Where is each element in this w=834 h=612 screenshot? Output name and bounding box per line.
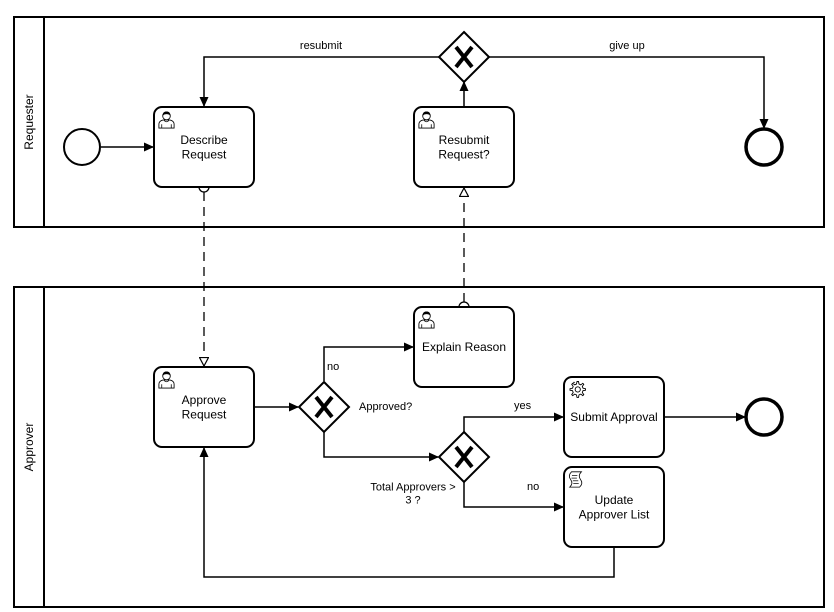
flow-label-no-update: no (527, 481, 539, 493)
pool-label-requester: Requester (22, 94, 36, 149)
flow-give-up[interactable] (489, 56, 769, 129)
script-icon (568, 471, 583, 488)
flow-update-loop[interactable] (199, 447, 615, 578)
gateway-total-approvers[interactable] (437, 430, 491, 484)
gateway-label-approved: Approved? (359, 401, 412, 413)
flow-yes-submit[interactable] (463, 412, 564, 432)
start-event-requester[interactable] (63, 128, 101, 166)
end-event-approver[interactable] (744, 397, 784, 437)
flow-label-resubmit: resubmit (300, 40, 342, 52)
gateway-approved[interactable] (297, 380, 351, 434)
task-submit-approval[interactable]: Submit Approval (563, 376, 665, 458)
exclusive-x-icon (454, 445, 474, 469)
exclusive-x-icon (454, 45, 474, 69)
task-label-explain-reason: Explain Reason (422, 340, 506, 354)
sequence-flows (101, 56, 769, 578)
flow-label-give-up: give up (609, 40, 644, 52)
flow-approved[interactable] (323, 432, 439, 462)
task-explain-reason[interactable]: Explain Reason (413, 306, 515, 388)
gear-icon (569, 381, 586, 398)
flow-resubmit-back[interactable] (199, 56, 439, 107)
gateway-resubmit-decision[interactable] (437, 30, 491, 84)
exclusive-x-icon (314, 395, 334, 419)
pool-label-approver: Approver (22, 423, 36, 472)
flow-label-no-approved: no (327, 361, 339, 373)
end-event-requester[interactable] (744, 127, 784, 167)
flow-not-approved[interactable] (323, 342, 414, 381)
flow-no-update[interactable] (463, 482, 564, 512)
flow-label-yes: yes (514, 400, 532, 412)
gateway-label-total-approvers: Total Approvers >3 ? (370, 481, 455, 506)
task-label-submit-approval: Submit Approval (570, 410, 657, 424)
